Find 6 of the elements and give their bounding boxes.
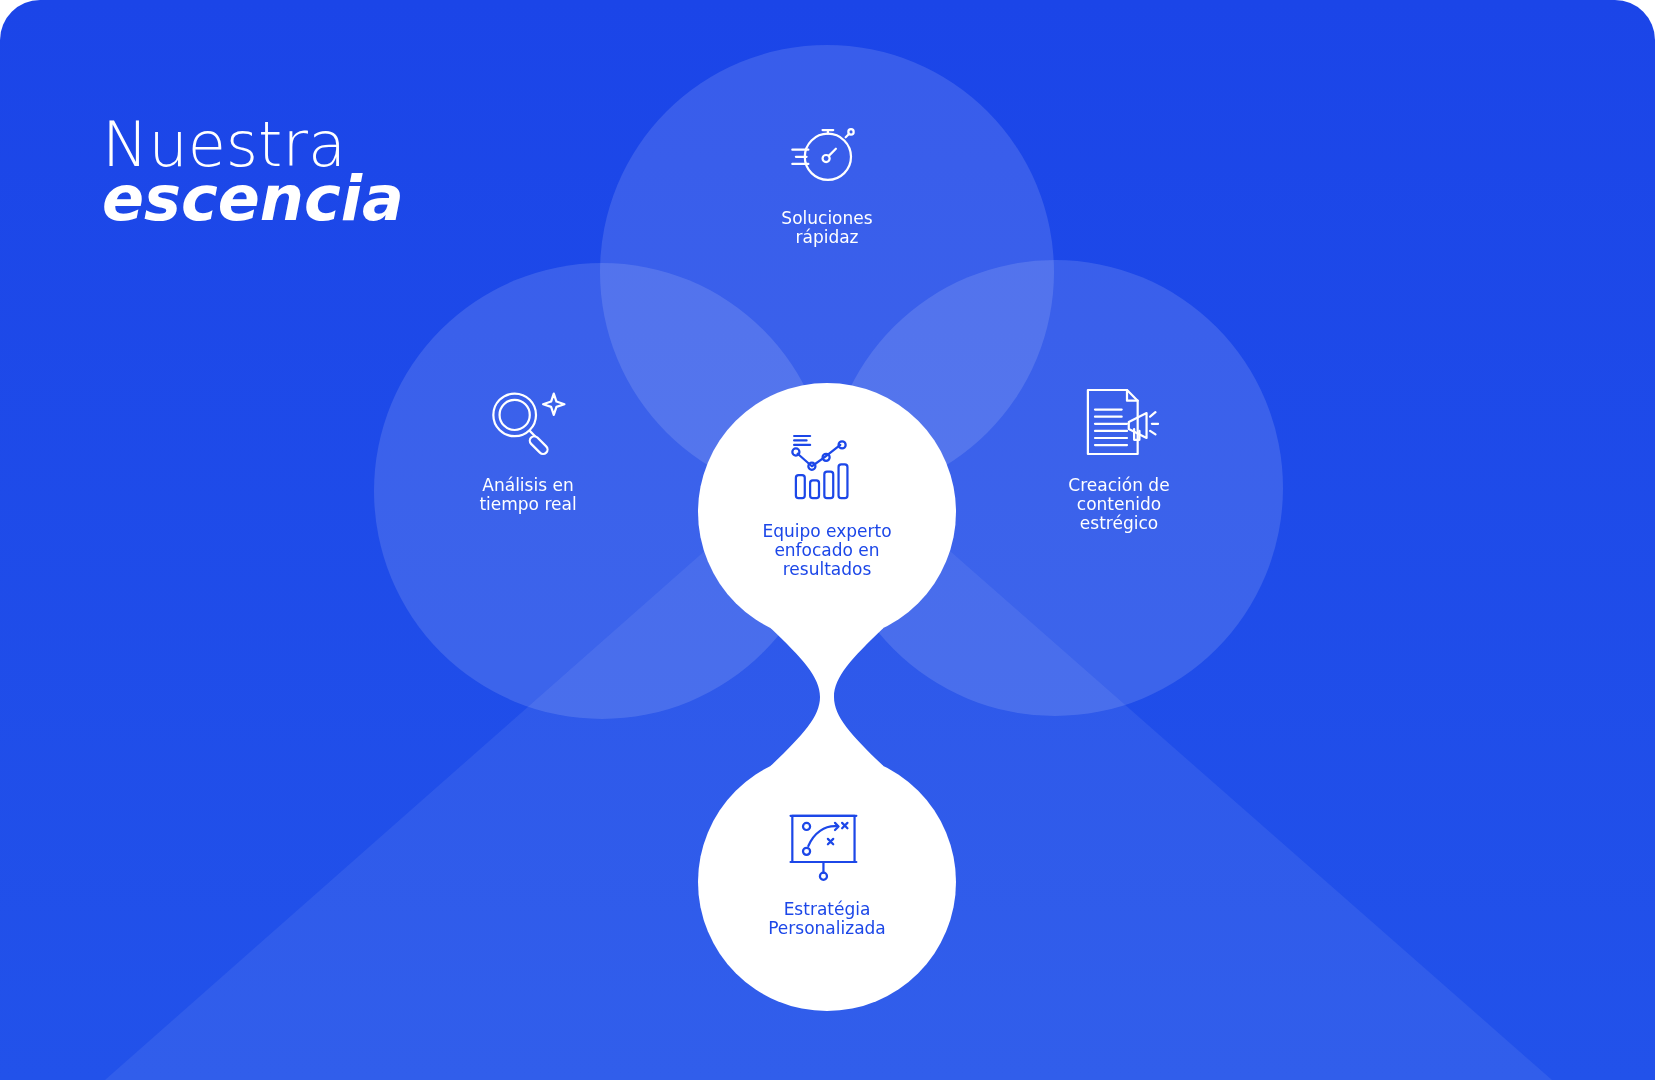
node-label: Análisis en tiempo real	[478, 476, 578, 514]
node-label: Soluciones rápidaz	[780, 209, 874, 247]
node-label: Creación de contenido estrégico	[1067, 476, 1171, 533]
node-label: Estratégia Personalizada	[767, 900, 887, 938]
node-label: Equipo experto enfocado en resultados	[761, 522, 893, 579]
title: Nuestra escencia	[102, 118, 404, 226]
